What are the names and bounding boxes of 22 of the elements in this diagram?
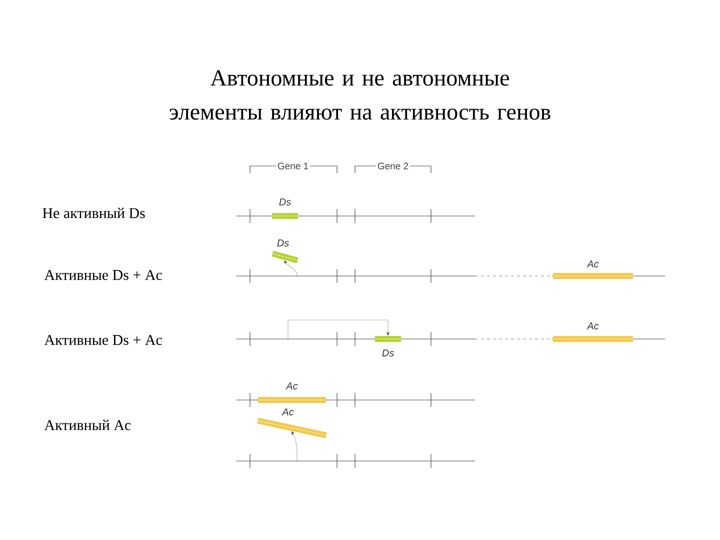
transposon-bar: Ac (257, 408, 327, 438)
row-label: Активные Ds + Ac (44, 334, 162, 345)
node-label: Ac (286, 382, 298, 390)
node-label: Ds (279, 198, 291, 206)
arrow (288, 320, 390, 340)
transposon-bar: Ds (272, 240, 298, 264)
node-label: Ds (277, 240, 289, 246)
row-label: Не активный Ds (42, 208, 145, 218)
node-label: Ac (282, 408, 294, 416)
node-label: Ac (586, 322, 599, 330)
transposon-bar: Ds (272, 198, 298, 219)
node-label: Ds (382, 350, 394, 356)
title: Автономные и не автономные элементы влияют на активность генов (170, 70, 550, 120)
gene-label: Gene 2 (376, 161, 410, 171)
transposon-bar: Ac (552, 322, 634, 342)
row-label: Активный Ac (44, 420, 131, 430)
gene-label: Gene 1 (276, 161, 310, 171)
transposon-bar: Ac (552, 260, 634, 279)
transposon-bar: Ac (258, 382, 326, 403)
transposon-bar: Ds (374, 336, 402, 356)
row-label: Активные Ds + Ac (44, 270, 162, 280)
node-label: Ac (586, 260, 599, 268)
